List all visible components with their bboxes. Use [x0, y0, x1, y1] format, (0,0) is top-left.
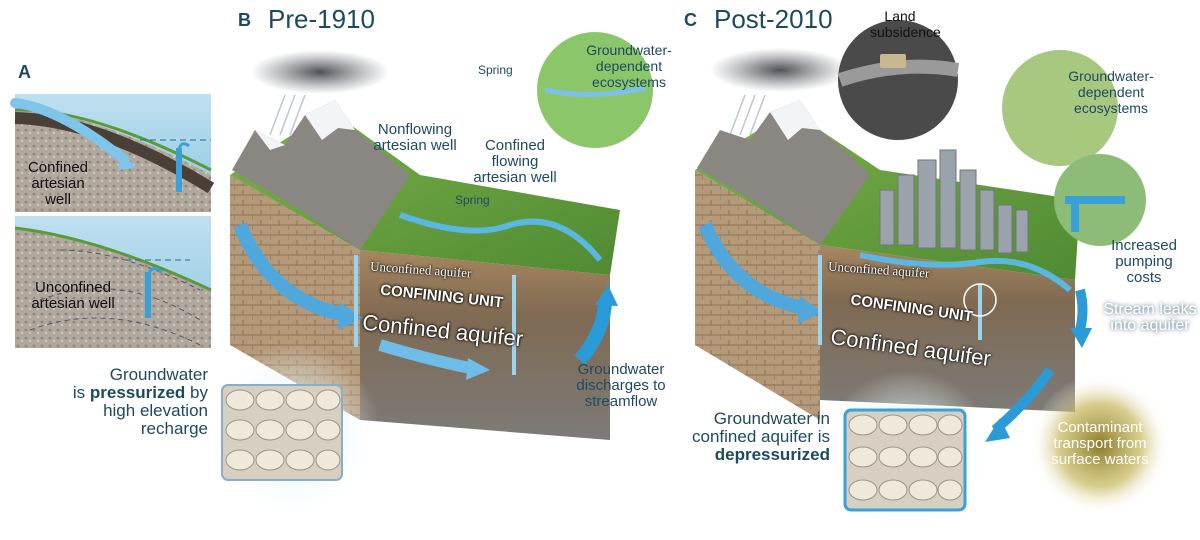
stream-leaks-label: Stream leaks into aquifer [1103, 301, 1197, 334]
panel-b-block [204, 32, 653, 520]
confined-artesian-well-label: Confined artesian well [27, 159, 89, 208]
panel-a-bottom-inset [14, 216, 212, 348]
subsidence-label: Land subsidence [870, 8, 941, 40]
depressurized-line1: Groundwater in confined aquifer is [692, 409, 830, 446]
spring-mid-label: Spring [455, 193, 490, 207]
spring-top-label: Spring [478, 63, 513, 77]
panel-c-block [695, 20, 1170, 540]
unconfined-artesian-well-label: Unconfined artesian well [31, 279, 115, 312]
pore-blocks-c [843, 408, 967, 512]
depressurized-bold: depressurized [714, 445, 830, 464]
panel-c-title: Post-2010 [714, 4, 833, 34]
contaminant-label: Contaminant transport from surface water… [1051, 419, 1149, 468]
panel-b-letter: B [238, 10, 251, 30]
pressurized-line2a: is [72, 383, 86, 402]
pressurized-rest: high elevation recharge [103, 401, 208, 438]
panel-a-letter: A [18, 62, 31, 82]
panel-b-title: Pre-1910 [268, 4, 375, 34]
pressurized-label: Groundwater is pressurized by high eleva… [58, 366, 208, 438]
nonflowing-well-label: Nonflowing artesian well [373, 121, 457, 154]
panel-c-letter: C [684, 10, 697, 30]
discharge-label: Groundwater discharges to streamflow [576, 361, 666, 410]
pressurized-bold: pressurized [89, 383, 186, 402]
gde-label-c: Groundwater-dependent ecosystems [1068, 68, 1154, 116]
pore-blocks-b [221, 384, 343, 481]
pressurized-line1: Groundwater [109, 365, 208, 384]
panel-a-top-inset [10, 94, 215, 212]
pressurized-line2b: by [190, 383, 208, 402]
flowing-well-label: Confined flowing artesian well [473, 137, 557, 186]
pumping-costs-label: Increased pumping costs [1111, 237, 1177, 286]
depressurized-label: Groundwater in confined aquifer is depre… [690, 410, 830, 464]
gde-label-b: Groundwater-dependent ecosystems [586, 42, 672, 90]
